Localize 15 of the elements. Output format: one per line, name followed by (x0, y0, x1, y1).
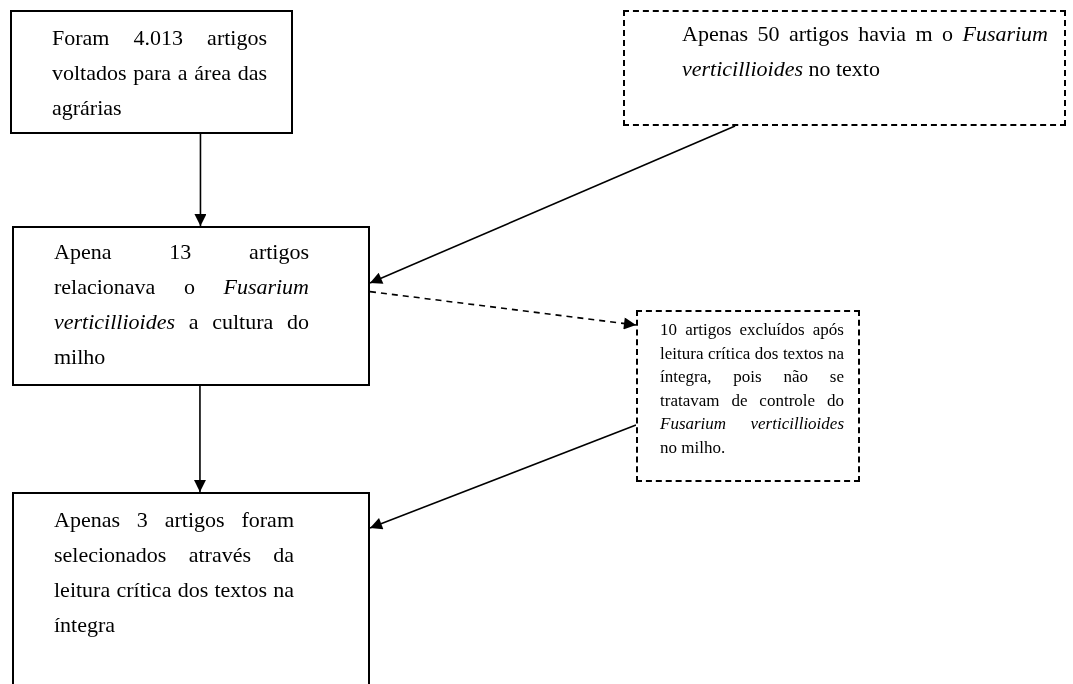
process-box (12, 226, 370, 386)
box-text: Foram 4.013 artigos voltados para a área das agrárias (52, 24, 267, 122)
process-box (636, 310, 860, 482)
box-text: 10 artigos excluídos após leitura crítica dos textos na íntegra, pois não se tratavam de controle do Fusarium verticillioides no milho. (660, 319, 844, 459)
box-text: Apenas 3 artigos foram selecionados através da leitura crítica dos textos na íntegra (54, 506, 294, 639)
process-box (10, 10, 293, 134)
arrow (369, 125, 736, 284)
arrow (194, 133, 207, 227)
arrow (369, 290, 637, 330)
arrow (369, 424, 637, 530)
process-box (12, 492, 370, 684)
arrow (193, 385, 206, 493)
box-text: Apena 13 artigos relacionava o Fusarium verticillioides a cultura do milho (54, 238, 309, 371)
process-box (623, 10, 1066, 126)
box-text: Apenas 50 artigos havia m o Fusarium verticillioides no texto (682, 20, 1048, 83)
